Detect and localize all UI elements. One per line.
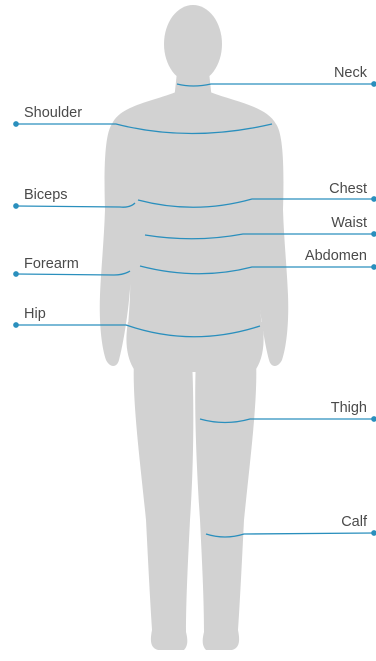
thigh-dot: [372, 417, 376, 421]
neck-dot: [372, 82, 376, 86]
calf-label: Calf: [341, 514, 367, 530]
hip-dot: [14, 323, 18, 327]
chest-dot: [372, 197, 376, 201]
hip-label: Hip: [24, 306, 46, 322]
forearm-label: Forearm: [24, 256, 79, 272]
neck-label: Neck: [334, 65, 367, 81]
right-leg-shape: [195, 360, 256, 650]
thigh-label: Thigh: [331, 400, 367, 416]
waist-dot: [372, 232, 376, 236]
calf-dot: [372, 531, 376, 535]
shoulder-dot: [14, 122, 18, 126]
abdomen-dot: [372, 265, 376, 269]
abdomen-label: Abdomen: [305, 248, 367, 264]
head-shape: [164, 5, 222, 83]
left-leg-shape: [134, 360, 194, 650]
shoulder-label: Shoulder: [24, 105, 82, 121]
biceps-dot: [14, 204, 18, 208]
body-silhouette: [100, 5, 289, 650]
chest-label: Chest: [329, 181, 367, 197]
waist-label: Waist: [331, 215, 367, 231]
forearm-dot: [14, 272, 18, 276]
biceps-label: Biceps: [24, 187, 68, 203]
